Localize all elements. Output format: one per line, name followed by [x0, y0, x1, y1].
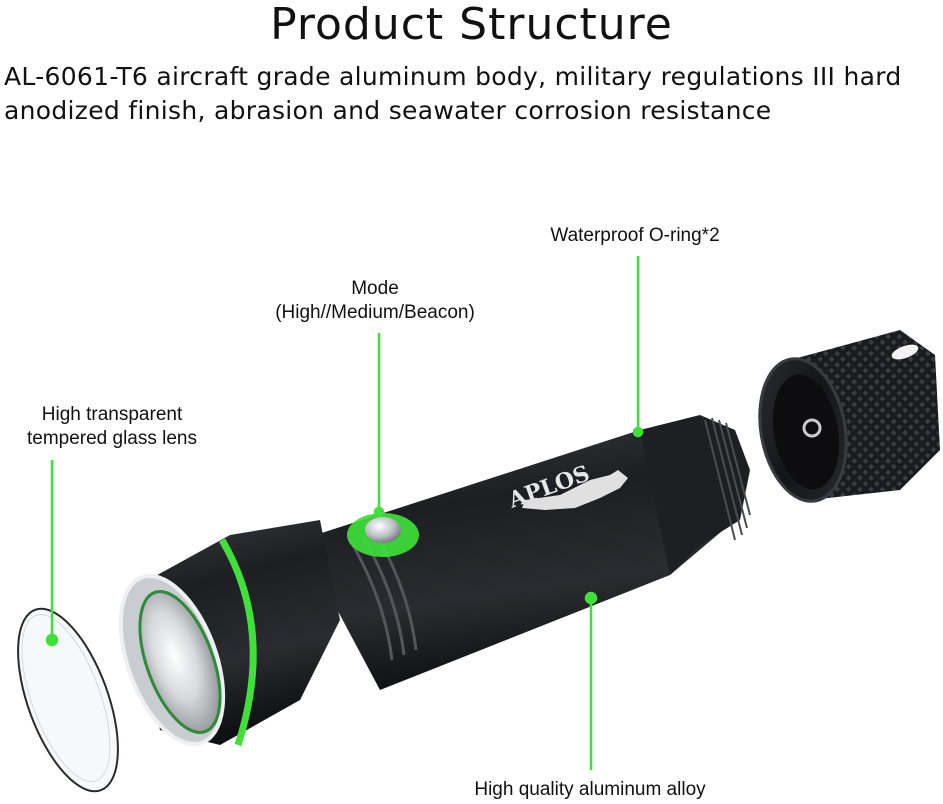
leader-lines: [45, 256, 644, 770]
diver-icon: [522, 470, 628, 510]
product-description: AL-6061-T6 aircraft grade aluminum body,…: [4, 62, 902, 125]
callout-alloy: High quality aluminum alloy: [440, 778, 740, 802]
callout-lens-line2: tempered glass lens: [26, 428, 198, 449]
callout-lens: High transparent tempered glass lens: [0, 403, 224, 451]
mode-switch: [347, 513, 419, 557]
callout-mode: Mode (High//Medium/Beacon): [235, 277, 515, 325]
flashlight-body: [118, 415, 751, 747]
callout-alloy-text: High quality aluminum alloy: [474, 779, 706, 800]
spring-icon: [802, 418, 822, 438]
callout-mode-line1: Mode: [351, 278, 399, 299]
tail-cap: [758, 330, 940, 503]
glass-lens: [17, 607, 119, 793]
callout-mode-line2: (High//Medium/Beacon): [275, 302, 475, 323]
lanyard-hole: [891, 344, 919, 360]
callout-waterproof-oring-text: Waterproof O-ring*2: [550, 225, 720, 246]
callout-waterproof-oring: Waterproof O-ring*2: [525, 224, 745, 248]
page-title: Product Structure: [270, 0, 673, 50]
callout-lens-line1: High transparent: [41, 404, 183, 425]
